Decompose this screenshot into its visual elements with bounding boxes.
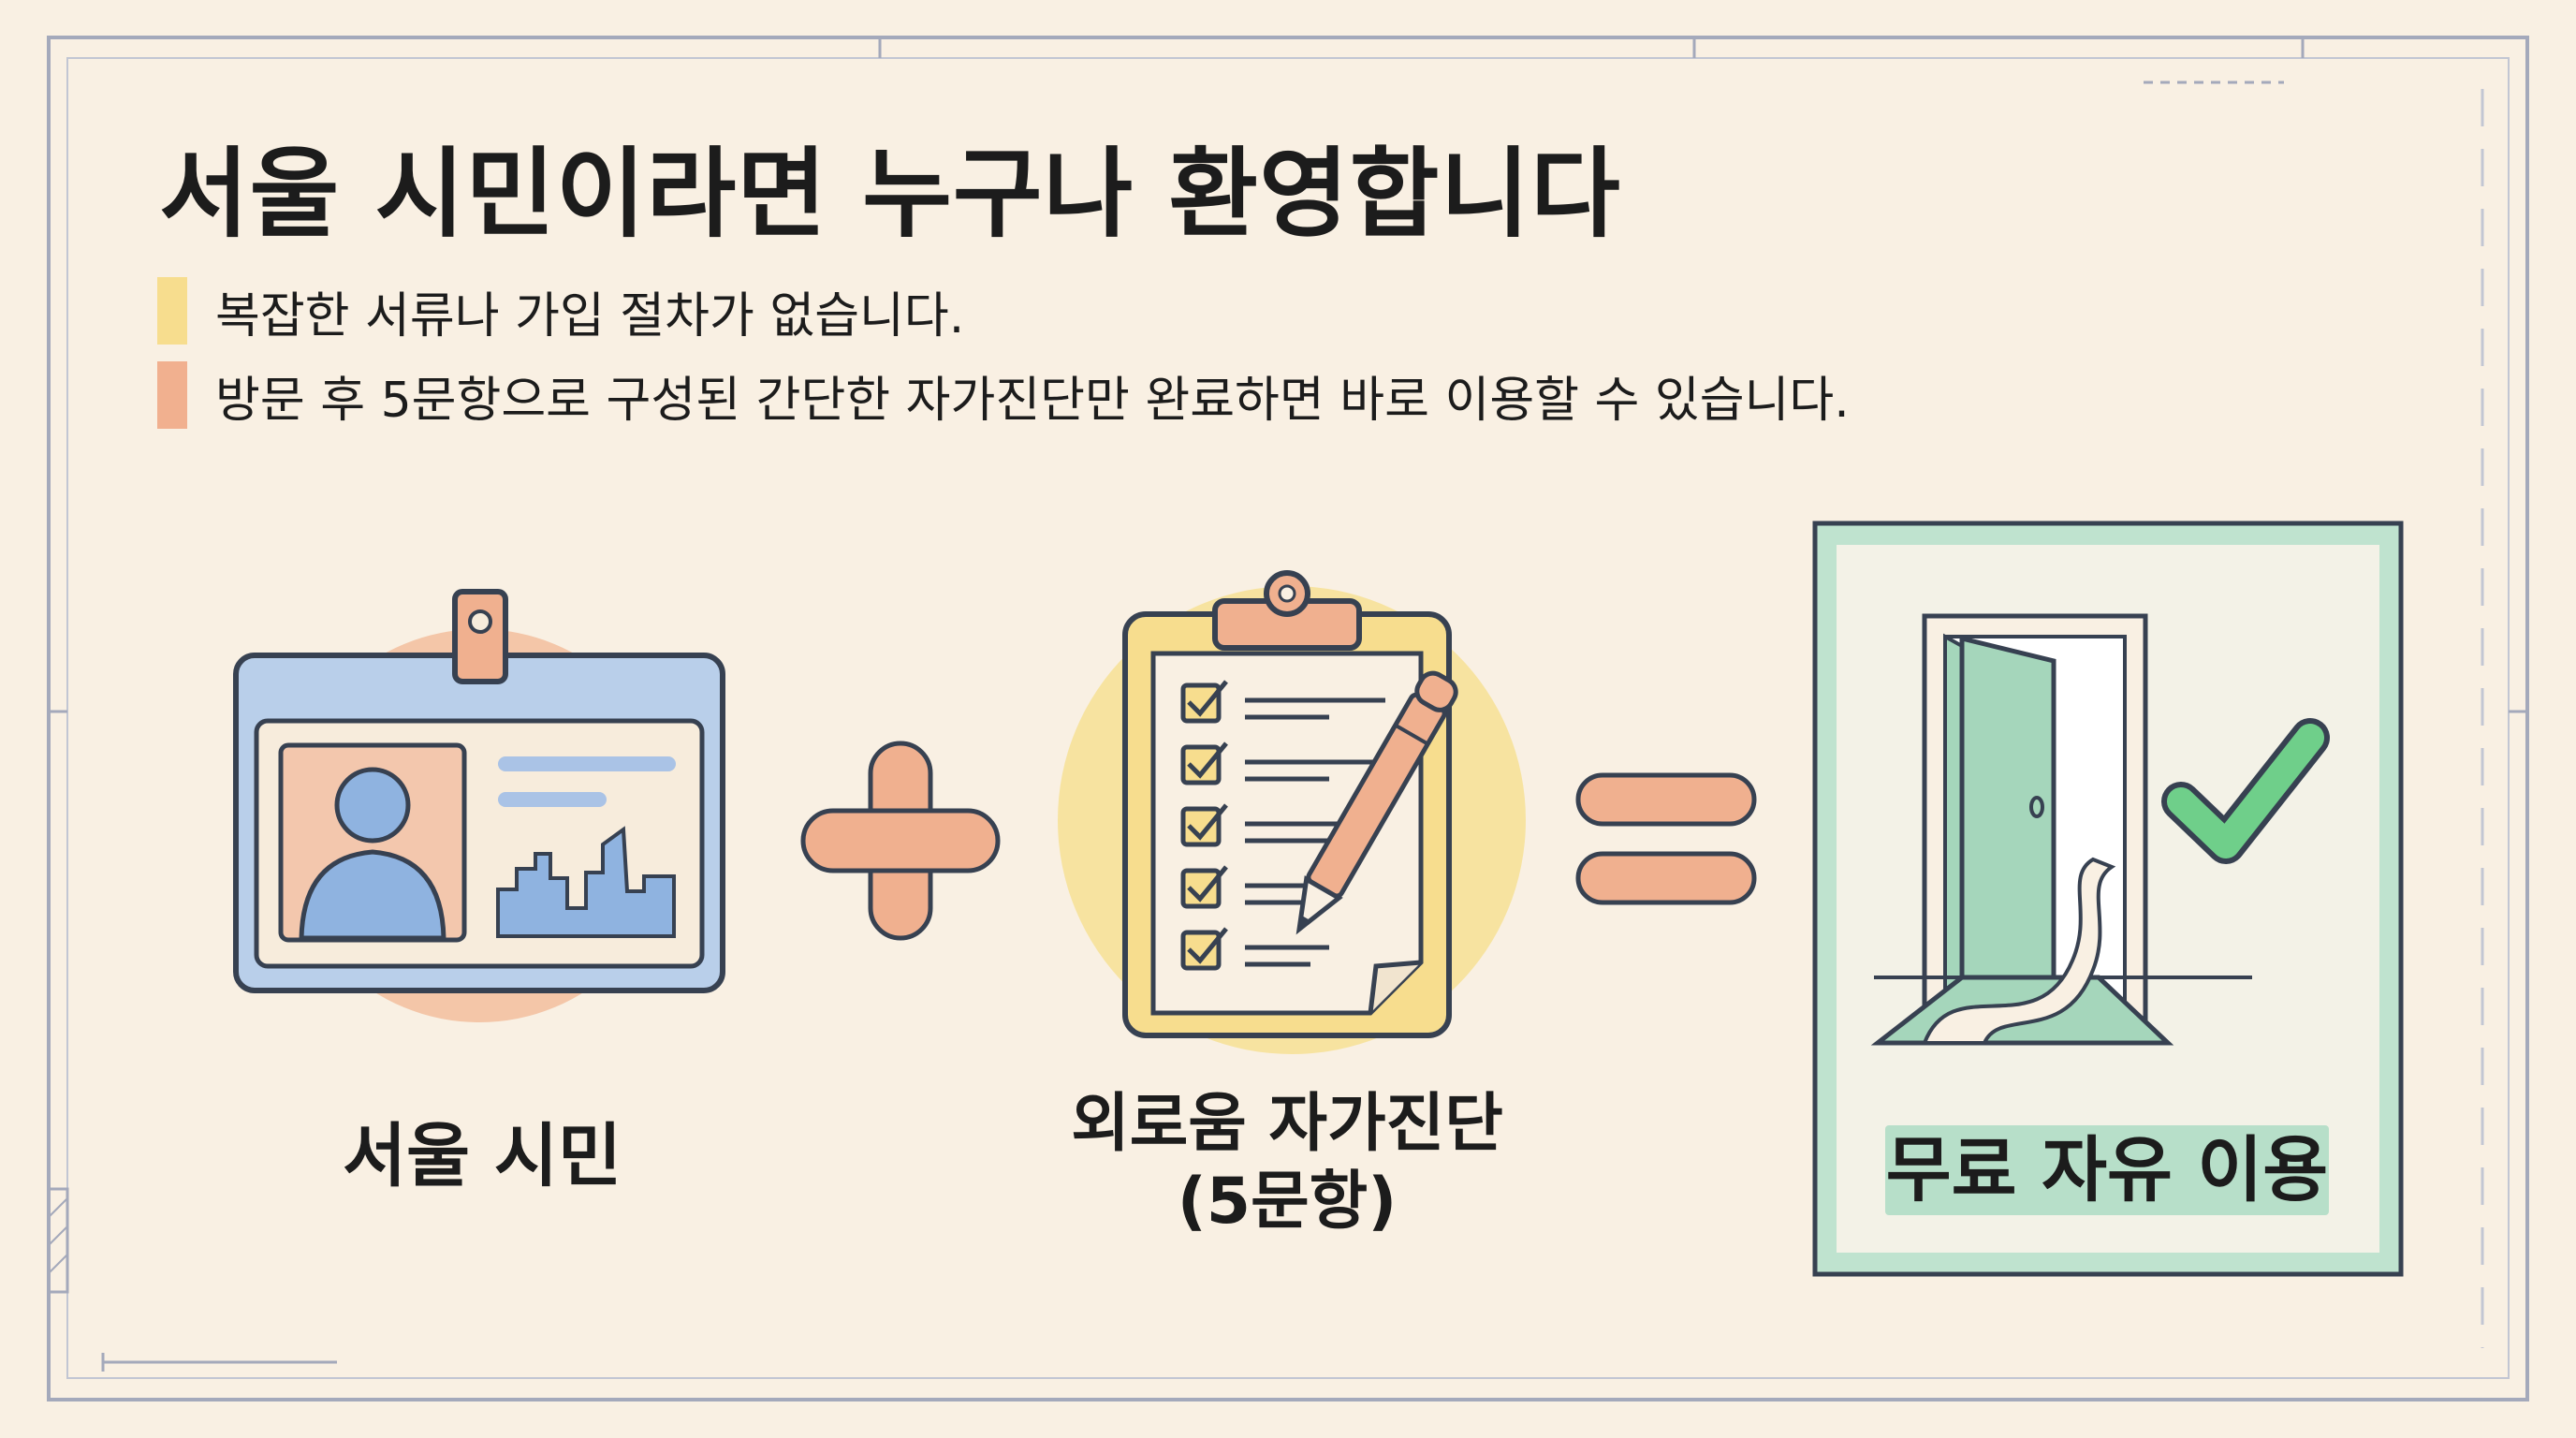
step-label-loneliness-self-diagnosis: 외로움 자가진단 (5문항) (1006, 1086, 1568, 1241)
equals-icon (1575, 772, 1757, 905)
plus-icon (800, 741, 1001, 941)
step-label-line: 외로움 자가진단 (1071, 1087, 1503, 1161)
page-title: 서울 시민이라면 누구나 환영합니다 (159, 137, 1621, 251)
id-card-icon (233, 589, 725, 1022)
bullet-text: 복잡한 서류나 가입 절차가 없습니다. (215, 287, 965, 345)
bullet-item-no-paperwork: 복잡한 서류나 가입 절차가 없습니다. (157, 277, 1850, 345)
bullet-marker-peach (157, 361, 187, 429)
step-label-seoul-citizen: 서울 시민 (342, 1116, 622, 1196)
step-label-free-use: 무료 자유 이용 (1885, 1125, 2329, 1215)
step-label-line: (5문항) (1177, 1164, 1398, 1239)
bullet-list: 복잡한 서류나 가입 절차가 없습니다. 방문 후 5문항으로 구성된 간단한 … (157, 277, 1850, 446)
bullet-item-self-diagnosis: 방문 후 5문항으로 구성된 간단한 자가진단만 완료하면 바로 이용할 수 있… (157, 361, 1850, 429)
bullet-marker-yellow (157, 277, 187, 345)
bullet-text: 방문 후 5문항으로 구성된 간단한 자가진단만 완료하면 바로 이용할 수 있… (215, 372, 1850, 429)
clipboard-checklist-icon (1058, 570, 1526, 1054)
